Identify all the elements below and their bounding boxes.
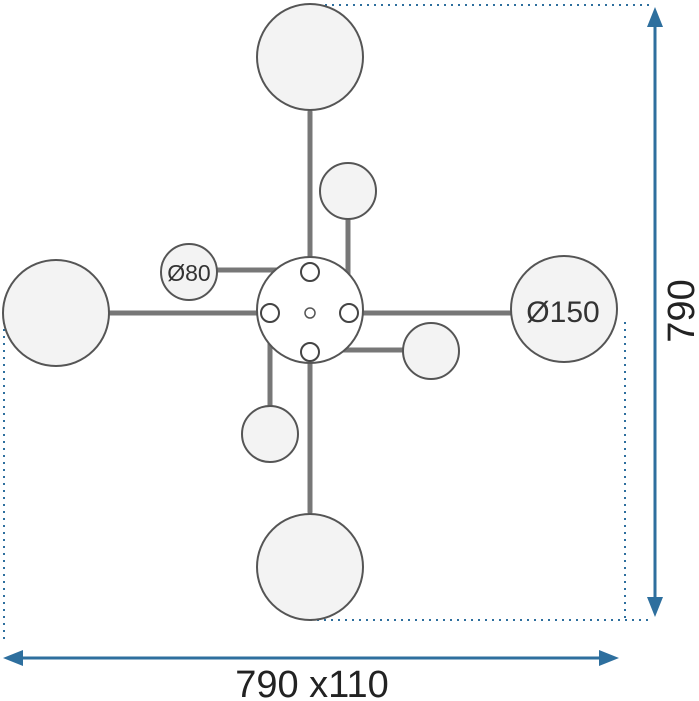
arrow-down-icon xyxy=(647,597,663,617)
globe-large-top xyxy=(256,3,364,111)
globe-small-lower xyxy=(241,405,299,463)
rods xyxy=(105,109,515,515)
small-globes xyxy=(160,162,460,463)
height-dimension-arrow xyxy=(647,7,663,617)
large-globe-diameter-label: Ø150 xyxy=(526,296,599,329)
socket-left xyxy=(260,303,280,323)
dotted-guide-lines xyxy=(3,4,650,640)
small-globe-diameter-label: Ø80 xyxy=(167,260,210,286)
arrow-up-icon xyxy=(647,7,663,27)
arrow-right-icon xyxy=(599,650,619,666)
width-depth-dimension-label: 790 x110 xyxy=(235,664,389,701)
socket-top xyxy=(300,262,320,282)
large-globes xyxy=(2,3,618,621)
canopy-center-screw xyxy=(304,307,316,319)
globe-small-right xyxy=(402,322,460,380)
socket-right xyxy=(339,303,359,323)
globe-large-right xyxy=(510,255,618,363)
socket-bottom xyxy=(300,342,320,362)
height-dimension-label: 790 xyxy=(661,279,699,342)
globe-small-left xyxy=(160,243,218,301)
globe-large-bottom xyxy=(256,513,364,621)
arrow-left-icon xyxy=(3,650,23,666)
width-dimension-arrow xyxy=(3,650,619,666)
globe-small-upper xyxy=(319,162,377,220)
globe-large-left xyxy=(2,259,110,367)
canopy xyxy=(256,256,364,364)
